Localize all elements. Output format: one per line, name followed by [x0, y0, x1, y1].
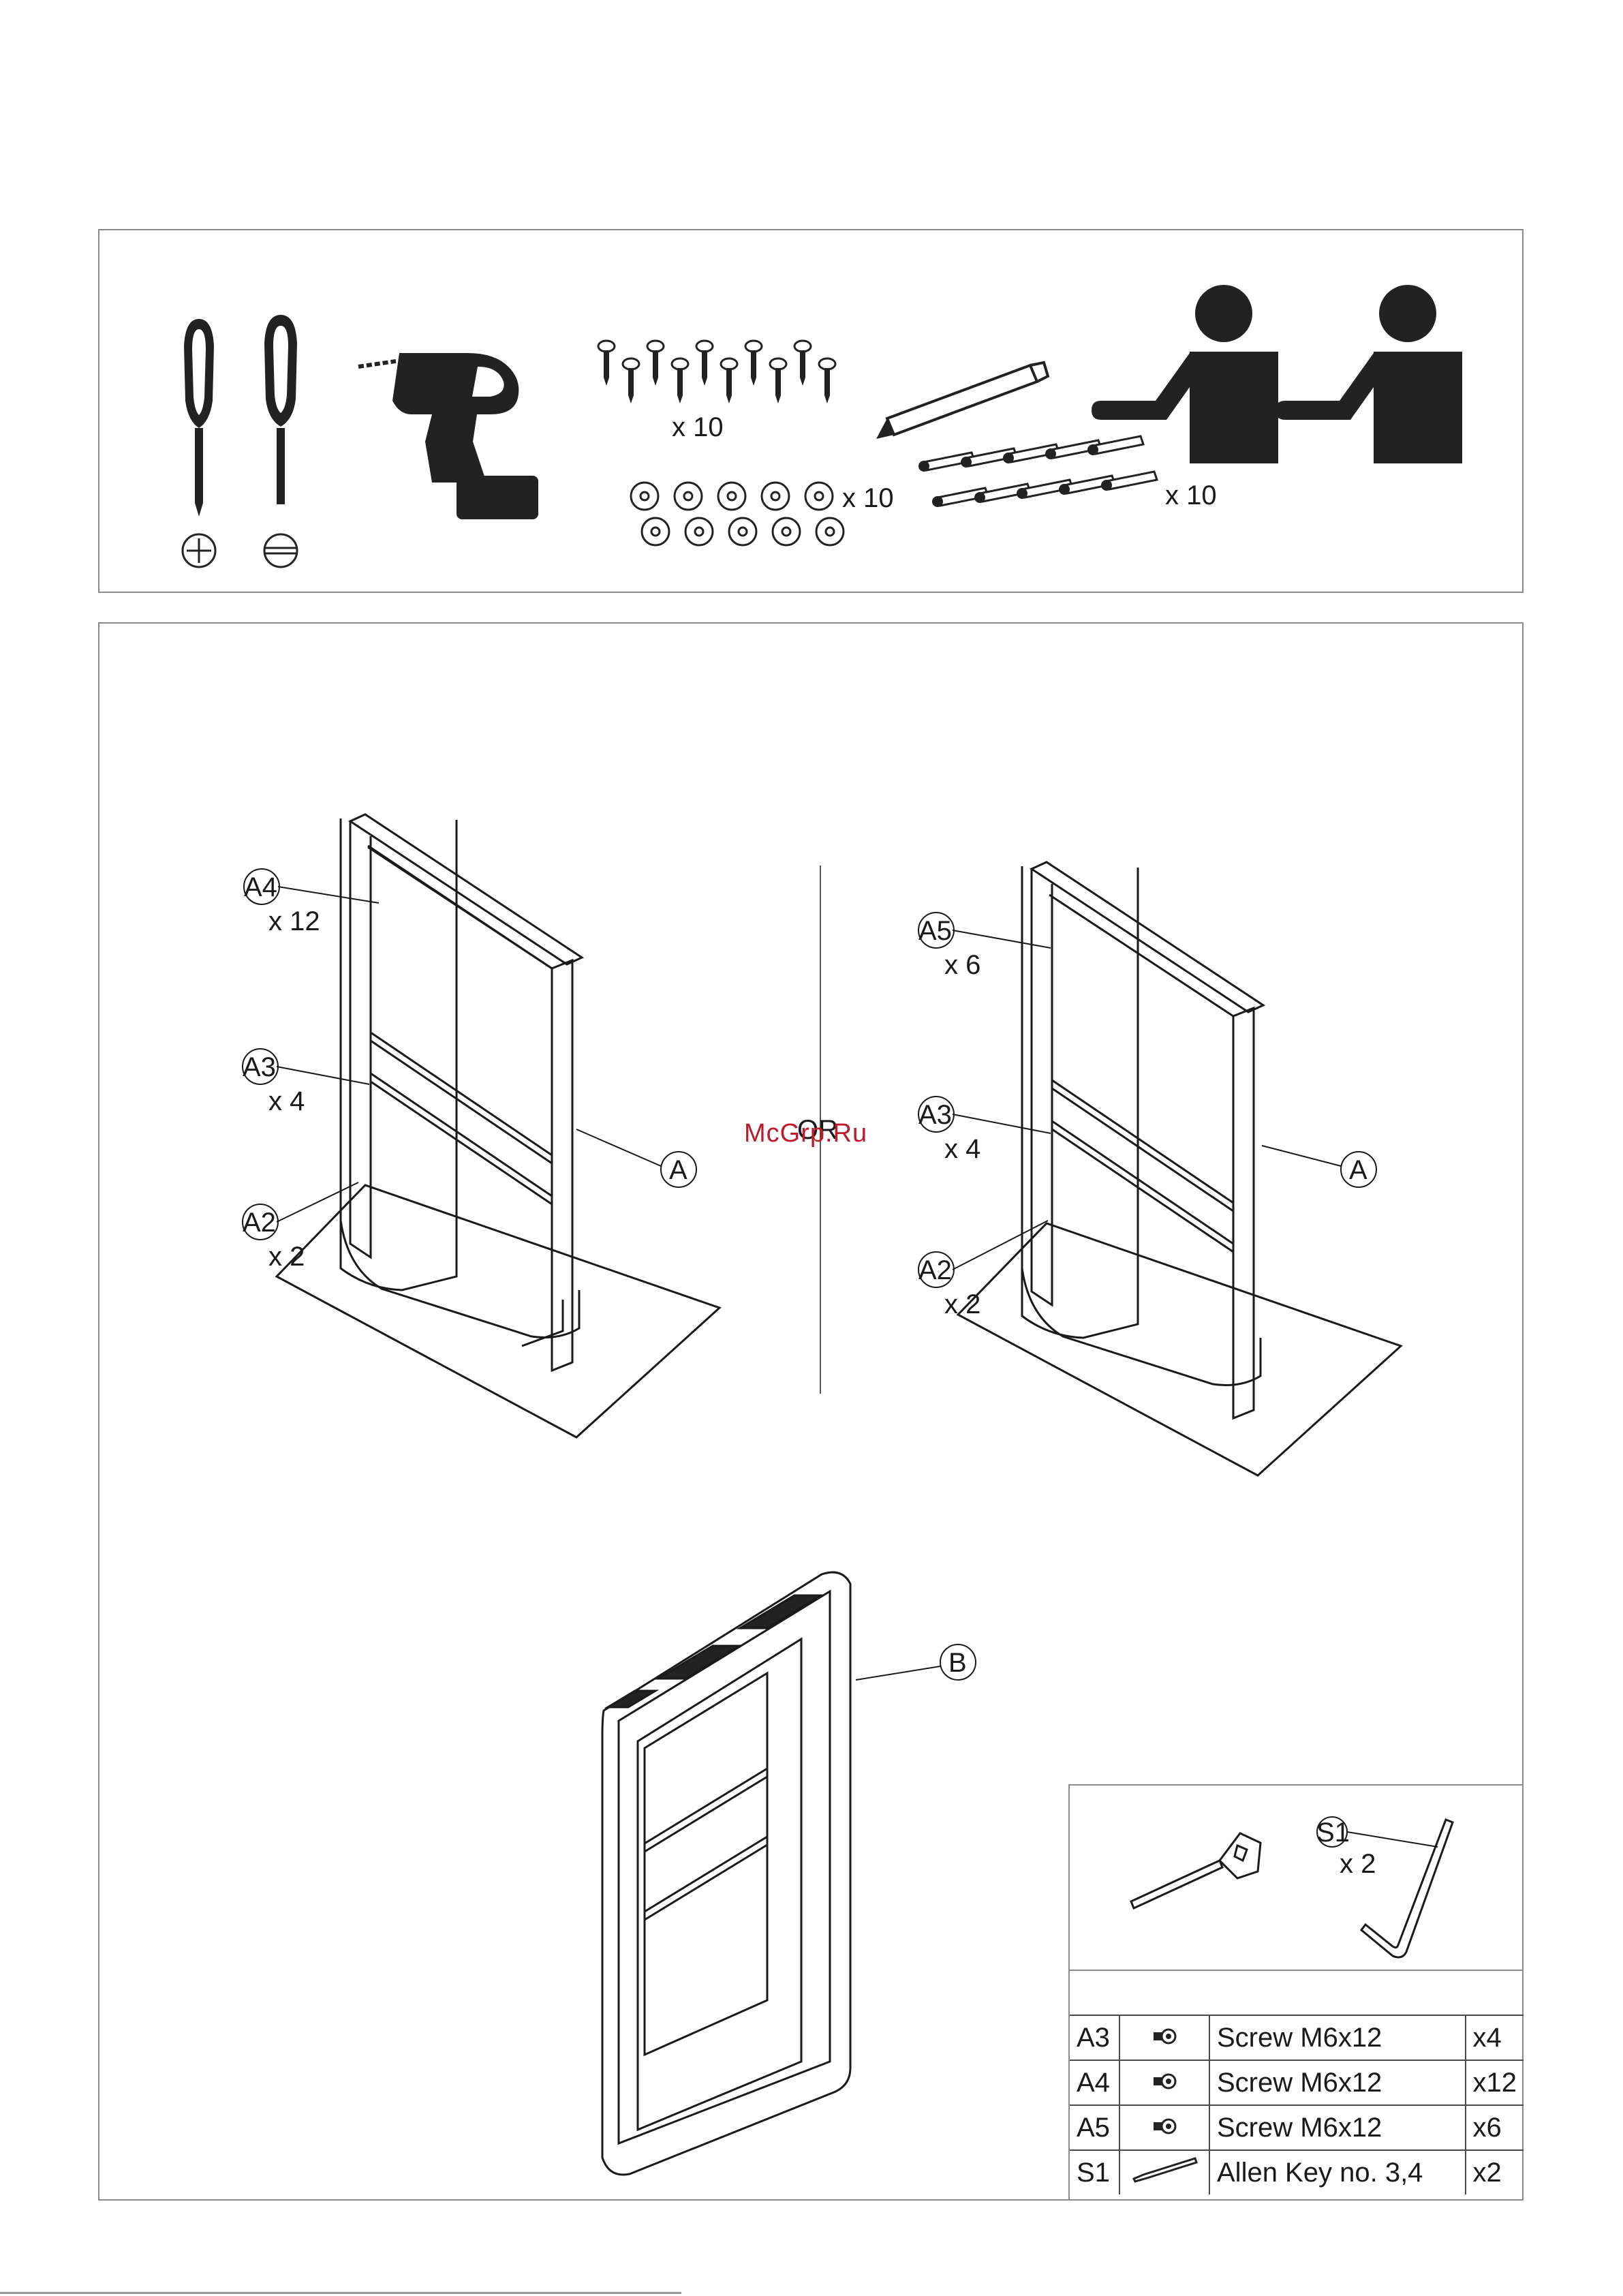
- svg-text:x 2: x 2: [268, 1242, 305, 1272]
- stand-left-illustration: [277, 814, 720, 1437]
- kit-separator: [1070, 1970, 1524, 1971]
- washers-qty: x 10: [842, 483, 894, 513]
- washer-icon: [816, 518, 844, 545]
- part-description: Screw M6x12: [1209, 2105, 1466, 2150]
- svg-text:A3: A3: [243, 1052, 276, 1082]
- svg-text:B: B: [948, 1648, 967, 1678]
- screws-qty: x 10: [672, 412, 724, 442]
- callout-s1: S1 x 2: [1316, 1817, 1438, 1879]
- washer-icon: [805, 483, 833, 510]
- washer-icon: [642, 518, 669, 545]
- kit-tools-illustration: S1 x 2: [1070, 1786, 1525, 1970]
- part-quantity: x12: [1466, 2060, 1524, 2105]
- wall-plugs-icon: [918, 436, 1157, 507]
- tools-illustration: x 10 x 10 x 10: [99, 230, 1525, 594]
- svg-text:A2: A2: [918, 1255, 952, 1285]
- part-id: A4: [1070, 2060, 1119, 2105]
- part-description: Screw M6x12: [1209, 2015, 1466, 2060]
- screw-icon: [598, 341, 615, 386]
- screw-icon: [819, 358, 835, 403]
- part-description: Allen Key no. 3,4: [1209, 2150, 1466, 2194]
- screw-icon: [623, 358, 639, 403]
- phillips-screwdriver-icon: [183, 319, 215, 567]
- screw-icon: [794, 341, 811, 386]
- svg-text:A: A: [1349, 1155, 1367, 1185]
- svg-text:A3: A3: [918, 1100, 952, 1130]
- svg-text:A5: A5: [918, 916, 952, 946]
- pencil-icon: [876, 363, 1048, 439]
- screw-icon: [647, 341, 664, 386]
- washers-icon: [631, 483, 844, 545]
- allen-key-icon: [1119, 2150, 1209, 2194]
- washer-icon: [631, 483, 658, 510]
- part-quantity: x4: [1466, 2015, 1524, 2060]
- screw-icon: [1119, 2060, 1209, 2105]
- part-description: Screw M6x12: [1209, 2060, 1466, 2105]
- screw-icon: [672, 358, 688, 403]
- plugs-qty: x 10: [1165, 480, 1217, 510]
- svg-text:A4: A4: [244, 872, 277, 902]
- footer-line: [0, 2292, 681, 2294]
- screw-icon: [1119, 2105, 1209, 2150]
- callout-b: B: [856, 1644, 976, 1680]
- svg-text:x 12: x 12: [268, 906, 320, 936]
- svg-text:x 4: x 4: [268, 1086, 305, 1116]
- screw-icon: [770, 358, 786, 403]
- part-id: A3: [1070, 2015, 1119, 2060]
- part-id: S1: [1070, 2150, 1119, 2194]
- screw-icon: [721, 358, 737, 403]
- part-id: A5: [1070, 2105, 1119, 2150]
- svg-text:x 4: x 4: [944, 1134, 980, 1164]
- washer-icon: [718, 483, 745, 510]
- screws-icon: [598, 341, 835, 403]
- drill-icon: [358, 353, 538, 519]
- stand-right-illustration: [958, 862, 1401, 1475]
- wall-plug-icon: [1101, 472, 1157, 491]
- screw-icon: [1119, 2015, 1209, 2060]
- wall-plug-icon: [1087, 436, 1143, 455]
- screw-icon: [696, 341, 713, 386]
- callout-a4-left: A4 x 12: [244, 869, 379, 936]
- key-icon: [1131, 1833, 1261, 1908]
- watermark: McGrp.Ru: [744, 1119, 867, 1148]
- callout-a-left: A: [576, 1129, 696, 1187]
- two-persons-icon: [1092, 285, 1462, 463]
- washer-icon: [773, 518, 800, 545]
- svg-text:x 2: x 2: [944, 1289, 980, 1319]
- allen-key-icon: [1361, 1820, 1453, 1957]
- svg-text:S1: S1: [1316, 1818, 1350, 1848]
- part-quantity: x2: [1466, 2150, 1524, 2194]
- svg-text:x 6: x 6: [944, 950, 980, 980]
- screw-icon: [745, 341, 762, 386]
- part-quantity: x6: [1466, 2105, 1524, 2150]
- washer-icon: [729, 518, 756, 545]
- tools-panel: x 10 x 10 x 10: [98, 229, 1524, 593]
- callout-a-right: A: [1262, 1146, 1376, 1187]
- washer-icon: [762, 483, 789, 510]
- panel-b-illustration: [602, 1572, 850, 2175]
- washer-icon: [675, 483, 702, 510]
- svg-text:A2: A2: [243, 1208, 276, 1238]
- svg-text:x 2: x 2: [1340, 1849, 1376, 1879]
- flathead-screwdriver-icon: [264, 315, 297, 567]
- svg-text:A: A: [669, 1155, 687, 1185]
- washer-icon: [685, 518, 713, 545]
